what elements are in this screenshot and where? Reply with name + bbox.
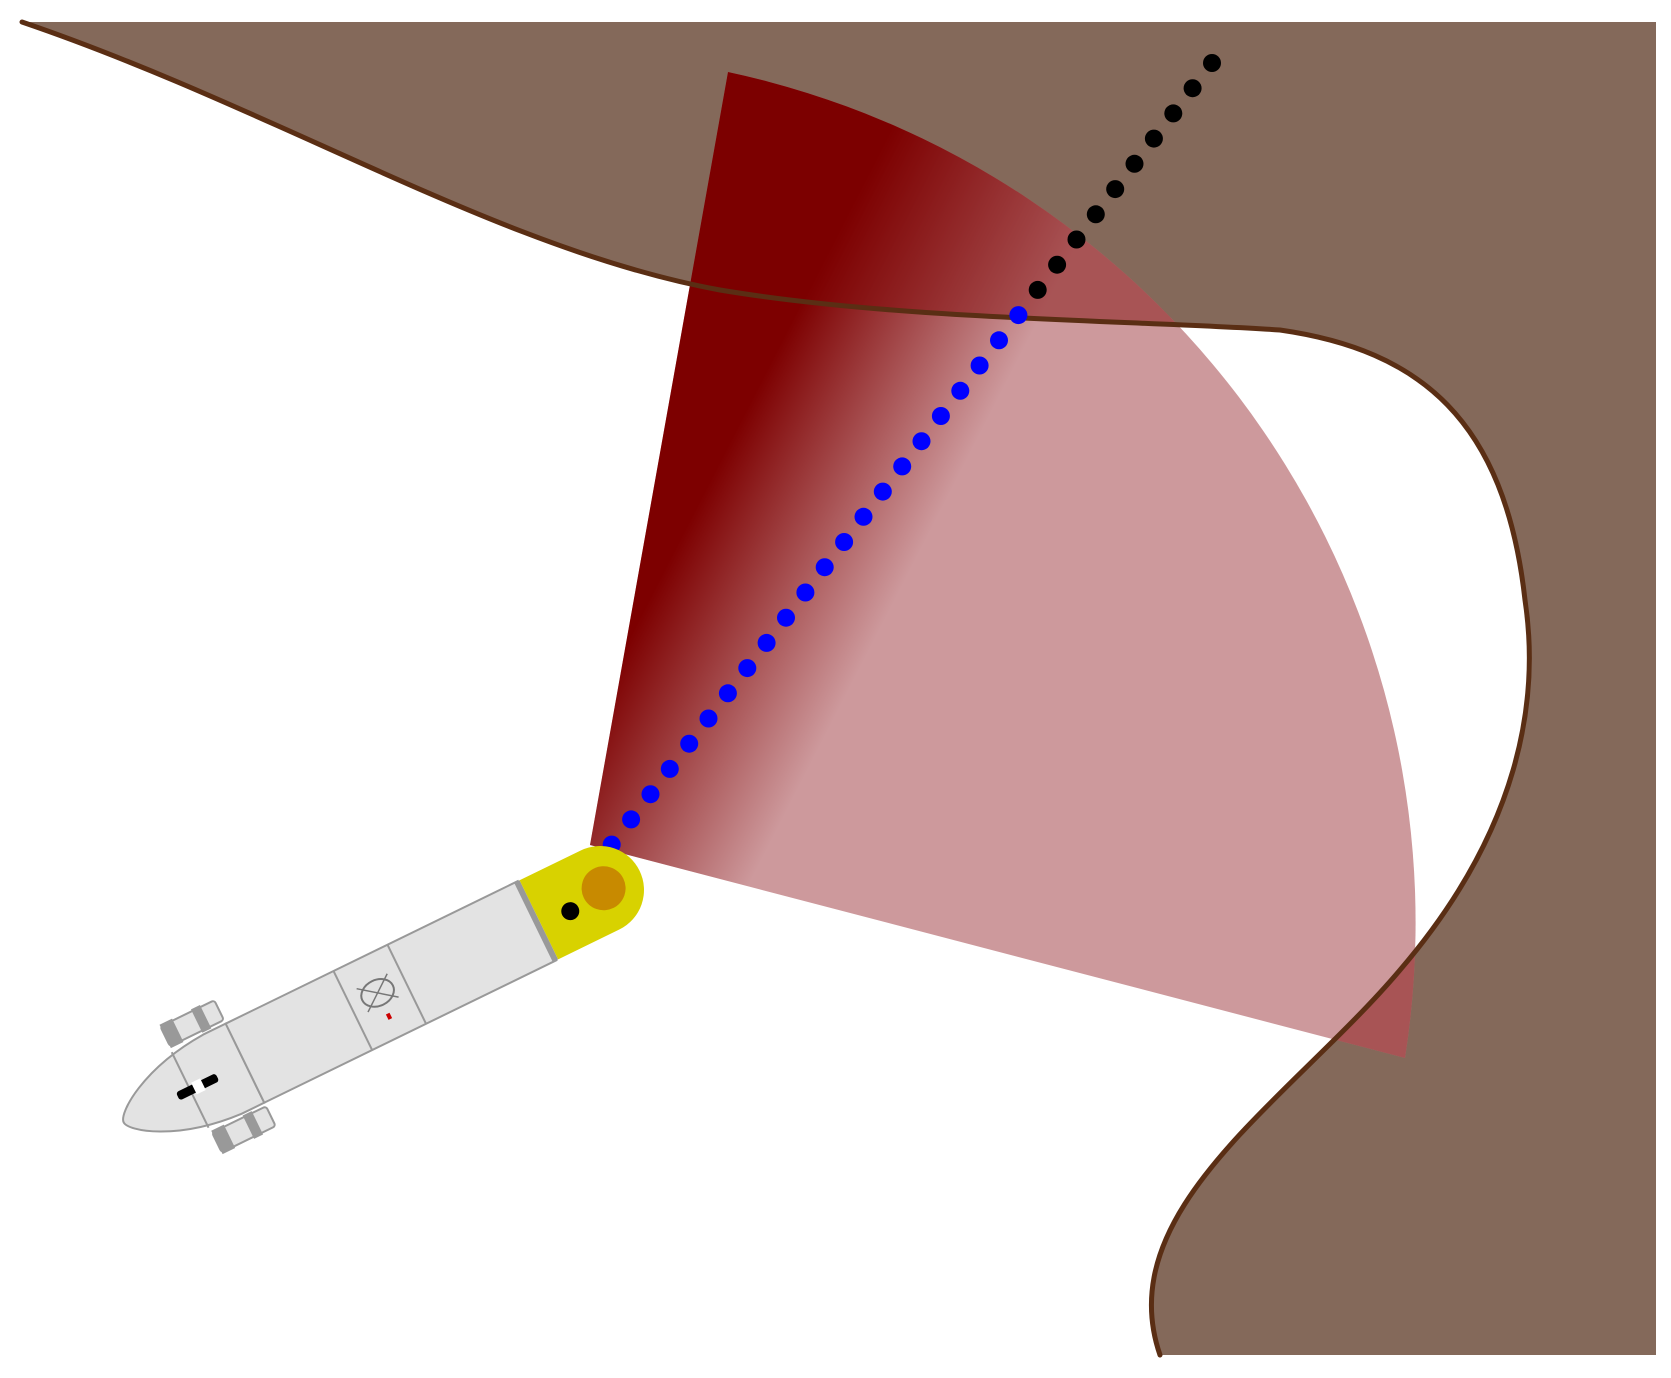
beam-dot-occluded — [1106, 180, 1125, 199]
vehicle-stern — [122, 1022, 266, 1133]
beam-dot-occluded — [1067, 230, 1086, 249]
beam-dot-occluded — [1144, 129, 1163, 148]
beam-dot-occluded — [1125, 154, 1144, 173]
vehicle-reference-point — [561, 902, 580, 921]
thruster-lower — [211, 1106, 276, 1155]
beam-dot-occluded — [1164, 104, 1183, 123]
terrain-edge — [19, 19, 1532, 1358]
beam-dot-occluded — [1086, 205, 1105, 224]
beam-dot-visible — [951, 381, 970, 400]
beam-dot-visible — [931, 407, 950, 425]
beam-dot-visible — [854, 507, 873, 526]
sensor-icon — [356, 973, 399, 1020]
beam-dot-visible — [873, 482, 892, 501]
beam-dot-visible — [815, 558, 834, 577]
beam-dot-visible — [680, 734, 699, 753]
propeller-marker — [176, 1074, 219, 1100]
beam-dot-visible — [835, 533, 854, 551]
beam-dot-occluded — [1203, 54, 1221, 72]
beam-dot-visible — [796, 583, 815, 602]
beam-dot-occluded — [1048, 255, 1067, 274]
sonar-emitter — [581, 866, 626, 911]
beam-dot-visible — [738, 659, 757, 678]
sonar-fan-shading — [590, 72, 1416, 1058]
beam-dot-visible — [777, 608, 795, 627]
beam-dot-visible — [622, 810, 641, 829]
beam-dot-visible — [757, 633, 776, 652]
beam-dot-visible — [1009, 306, 1028, 325]
thruster-upper — [159, 1000, 224, 1049]
beam-dot-visible — [990, 331, 1008, 350]
beam-dot-visible — [718, 684, 737, 703]
beam-dot-visible — [660, 759, 679, 778]
beam-dot-visible — [912, 432, 931, 451]
beam-dot-occluded — [1028, 280, 1047, 299]
underwater-vehicle — [122, 846, 644, 1155]
beam-dot-visible — [970, 356, 989, 375]
beam-dot-visible — [893, 457, 912, 476]
beam-dot-visible — [699, 709, 718, 728]
beam-dot-occluded — [1183, 79, 1202, 98]
beam-dot-visible — [641, 785, 660, 804]
